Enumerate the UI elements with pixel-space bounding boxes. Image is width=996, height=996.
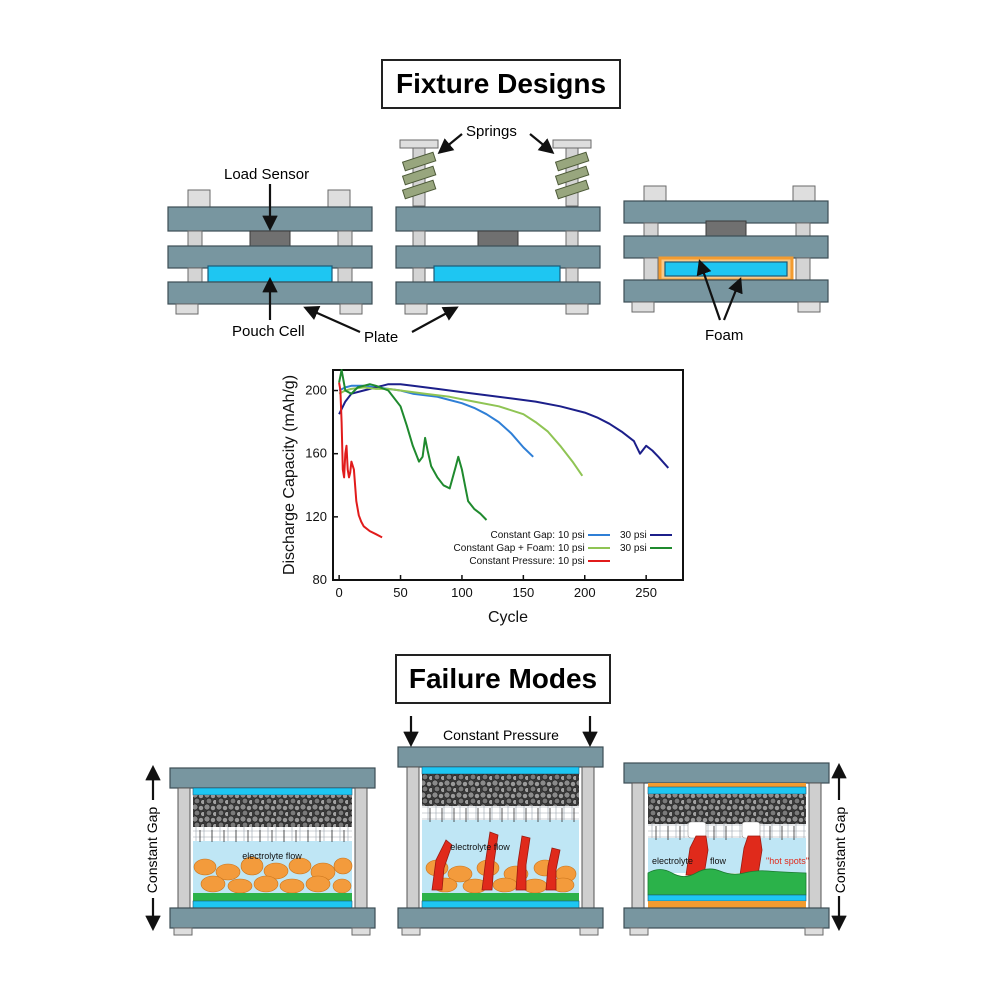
legend-entry-text: 10 psi xyxy=(558,530,585,541)
hot-spots xyxy=(685,835,763,876)
plate-label: Plate xyxy=(364,329,399,346)
x-tick-label: 0 xyxy=(336,585,343,600)
fixture-constant-pressure xyxy=(395,139,601,315)
bottom-plate xyxy=(623,279,829,303)
sei-layer xyxy=(193,893,352,901)
plate-arrow-left xyxy=(303,305,361,334)
spring-arrow-right xyxy=(529,133,555,154)
legend-row-label: Constant Gap: xyxy=(491,530,555,541)
x-tick-label: 50 xyxy=(393,585,407,600)
hot-spots-label: "hot spots" xyxy=(766,856,809,866)
pouch-cell xyxy=(664,261,788,277)
x-tick-label: 100 xyxy=(451,585,473,600)
plot-frame xyxy=(332,369,684,581)
fixture-constant-gap-foam xyxy=(623,185,829,313)
electrolyte-label-3: electrolyte xyxy=(652,856,693,866)
y-axis-title: Discharge Capacity (mAh/g) xyxy=(281,375,298,575)
failure-panel-constant-pressure xyxy=(397,716,604,936)
failure-panel-constant-gap xyxy=(145,764,376,936)
spring-right xyxy=(554,151,590,200)
legend-entry-text: 30 psi xyxy=(620,543,647,554)
springs-label: Springs xyxy=(466,123,517,140)
spring-left xyxy=(401,151,437,200)
x-tick-label: 150 xyxy=(512,585,534,600)
series-line-cp10 xyxy=(338,382,383,539)
ion-flux-arrows xyxy=(199,808,795,842)
constant-gap-right-label: Constant Gap xyxy=(832,807,848,894)
legend-row-label: Constant Pressure: xyxy=(469,556,555,567)
x-tick-label: 250 xyxy=(635,585,657,600)
fixture-designs-title: Fixture Designs xyxy=(381,59,621,109)
legend-entry-text: 30 psi xyxy=(620,530,647,541)
bottom-plate xyxy=(395,281,601,305)
x-tick-label: 200 xyxy=(574,585,596,600)
legend-entry-text: 10 psi xyxy=(558,556,585,567)
electrolyte-flow-label-2: electrolyte flow xyxy=(450,842,510,852)
flow-label-3: flow xyxy=(710,856,727,866)
top-plate xyxy=(395,206,601,232)
y-tick-label: 120 xyxy=(305,509,327,524)
y-tick-label: 80 xyxy=(313,572,327,587)
series-line-cgf30 xyxy=(338,369,488,521)
foam-label: Foam xyxy=(705,327,744,344)
separator-layer xyxy=(193,827,352,841)
constant-gap-left-label: Constant Gap xyxy=(144,807,160,894)
lithium-deposits xyxy=(193,856,353,894)
spring-arrow-left xyxy=(437,133,463,154)
pouch-cell-label: Pouch Cell xyxy=(232,323,305,340)
failure-panel-constant-gap-foam xyxy=(623,762,847,936)
legend-row-label: Constant Gap + Foam: xyxy=(454,543,555,554)
x-axis-title: Cycle xyxy=(488,609,528,626)
constant-pressure-label: Constant Pressure xyxy=(443,727,559,743)
legend-entry-text: 10 psi xyxy=(558,543,585,554)
plate-arrow-right xyxy=(411,306,459,333)
failure-modes-title: Failure Modes xyxy=(395,654,611,704)
dendrites xyxy=(431,831,561,891)
cathode-layer xyxy=(193,795,352,827)
load-sensor-label: Load Sensor xyxy=(224,166,310,183)
foam-arrow-right xyxy=(722,277,743,321)
y-tick-label: 200 xyxy=(305,383,327,398)
foam-arrow-left xyxy=(696,259,722,321)
y-tick-label: 160 xyxy=(305,446,327,461)
electrolyte-flow-label-1: electrolyte flow xyxy=(242,851,302,861)
